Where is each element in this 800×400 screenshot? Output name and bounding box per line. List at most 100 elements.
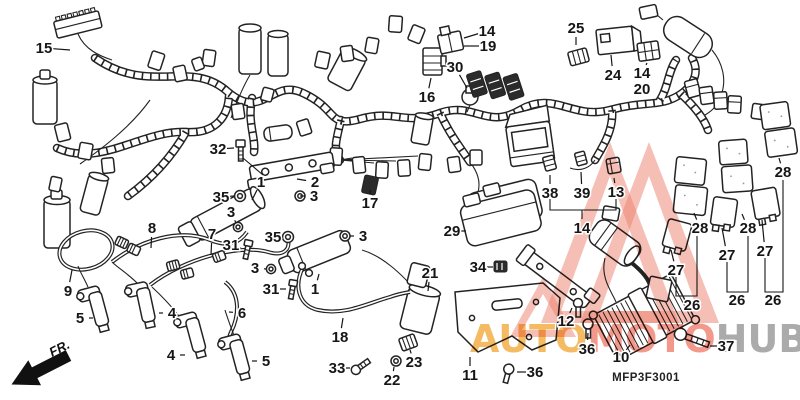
part-callout-2-11: 2 xyxy=(311,174,319,191)
leader-line xyxy=(234,219,237,224)
nut-35a xyxy=(233,189,247,203)
screw-36a xyxy=(502,363,515,385)
leader-line xyxy=(645,62,648,66)
part-callout-14-7: 14 xyxy=(634,65,651,82)
part-callout-3-17: 3 xyxy=(359,228,367,245)
relay-27-right xyxy=(750,186,781,227)
coil-21 xyxy=(399,262,442,335)
leader-line xyxy=(721,227,726,247)
spark-plug-caps xyxy=(76,281,251,382)
part-callout-23-33: 23 xyxy=(406,354,423,371)
clip-34 xyxy=(493,260,508,273)
leader-line xyxy=(69,269,73,283)
part-callout-14-40: 14 xyxy=(574,220,591,237)
part-callout-7-21: 7 xyxy=(208,226,216,243)
part-callout-9-23: 9 xyxy=(64,283,72,300)
part-callout-34-35: 34 xyxy=(470,259,487,276)
leader-line xyxy=(428,77,432,89)
part-callout-10-45: 10 xyxy=(613,349,630,366)
leader-line xyxy=(569,307,573,314)
part-callout-5-24: 5 xyxy=(76,310,84,327)
part-callout-3-18: 3 xyxy=(251,260,259,277)
leader-line xyxy=(613,177,616,184)
screw-33 xyxy=(350,357,372,376)
part-callout-4-25: 4 xyxy=(168,305,177,322)
part-callout-27-51: 27 xyxy=(719,247,736,264)
nut-3d xyxy=(265,263,277,275)
part-callout-16-4: 16 xyxy=(419,89,436,106)
part-callout-5-28: 5 xyxy=(262,353,270,370)
part-callout-20-8: 20 xyxy=(634,81,651,98)
part-callout-35-16: 35 xyxy=(265,229,282,246)
bolt-31b xyxy=(287,278,299,301)
part-callout-3-13: 3 xyxy=(310,188,318,205)
part-callout-38-37: 38 xyxy=(542,185,559,202)
part-callout-3-14: 3 xyxy=(227,204,235,221)
leader-line xyxy=(610,54,613,67)
leader-line xyxy=(458,74,468,89)
leader-line xyxy=(296,178,307,182)
part-callout-21-36: 21 xyxy=(422,265,439,282)
part-callout-19-2: 19 xyxy=(480,38,497,55)
part-callout-11-41: 11 xyxy=(462,367,478,384)
leader-line xyxy=(741,213,746,220)
socket-14-20 xyxy=(636,40,661,62)
right-hanging-connectors xyxy=(683,78,766,121)
leader-line xyxy=(670,249,675,262)
leader-line xyxy=(427,281,430,292)
part-callout-26-54: 26 xyxy=(729,292,746,309)
part-callout-17-29: 17 xyxy=(362,195,379,212)
part-callout-30-3: 30 xyxy=(447,59,464,76)
leader-line xyxy=(580,171,583,185)
leader-line xyxy=(150,236,153,249)
part-callout-8-22: 8 xyxy=(148,220,156,237)
leader-line xyxy=(340,317,344,329)
top-right-coil xyxy=(638,3,714,59)
part-callout-29-34: 29 xyxy=(444,223,461,240)
part-callout-18-30: 18 xyxy=(332,329,349,346)
part-callout-6-26: 6 xyxy=(238,305,246,322)
grommet-23 xyxy=(398,333,419,352)
part-callout-37-46: 37 xyxy=(718,338,735,355)
fuse-box xyxy=(504,104,556,168)
ecu-unit xyxy=(459,178,543,247)
wire-joint-connectors xyxy=(114,235,227,280)
part-callout-26-55: 26 xyxy=(765,292,782,309)
leader-line xyxy=(52,48,71,51)
leader-line xyxy=(463,33,479,39)
part-callout-36-43: 36 xyxy=(579,341,596,358)
leader-line xyxy=(625,344,631,351)
part-code: MFP3F3001 xyxy=(612,372,680,384)
part-callout-32-9: 32 xyxy=(210,141,227,158)
part-callout-31-15: 31 xyxy=(223,237,240,254)
pin-strip-connector xyxy=(53,6,103,39)
part-callout-4-27: 4 xyxy=(167,347,176,364)
connector-16 xyxy=(422,47,447,76)
leader-line xyxy=(778,157,782,164)
plug-wire-loop-9 xyxy=(57,228,115,272)
leader-line xyxy=(693,212,698,220)
part-callout-26-53: 26 xyxy=(684,297,701,314)
fr-arrow: FR. xyxy=(11,337,72,386)
part-callout-1-20: 1 xyxy=(311,281,319,298)
connector-25 xyxy=(567,47,590,67)
fuse-holder-cluster xyxy=(466,70,525,101)
part-callout-12-44: 12 xyxy=(558,313,575,330)
nut-3b xyxy=(232,221,244,233)
leader-line xyxy=(316,273,320,281)
part-callout-39-38: 39 xyxy=(574,185,591,202)
part-callout-33-31: 33 xyxy=(329,360,346,377)
part-callout-27-50: 27 xyxy=(668,262,685,279)
coil-canisters xyxy=(32,23,435,249)
part-callout-31-19: 31 xyxy=(263,281,280,298)
part-callout-27-52: 27 xyxy=(757,243,774,260)
part-callout-24-6: 24 xyxy=(605,67,622,84)
leader-line xyxy=(409,349,412,354)
bolt-32 xyxy=(235,139,246,162)
leader-line xyxy=(761,219,765,243)
harness-connectors xyxy=(48,14,483,196)
relay-pair-28-right xyxy=(759,100,799,158)
part-callout-1-10: 1 xyxy=(257,174,265,191)
